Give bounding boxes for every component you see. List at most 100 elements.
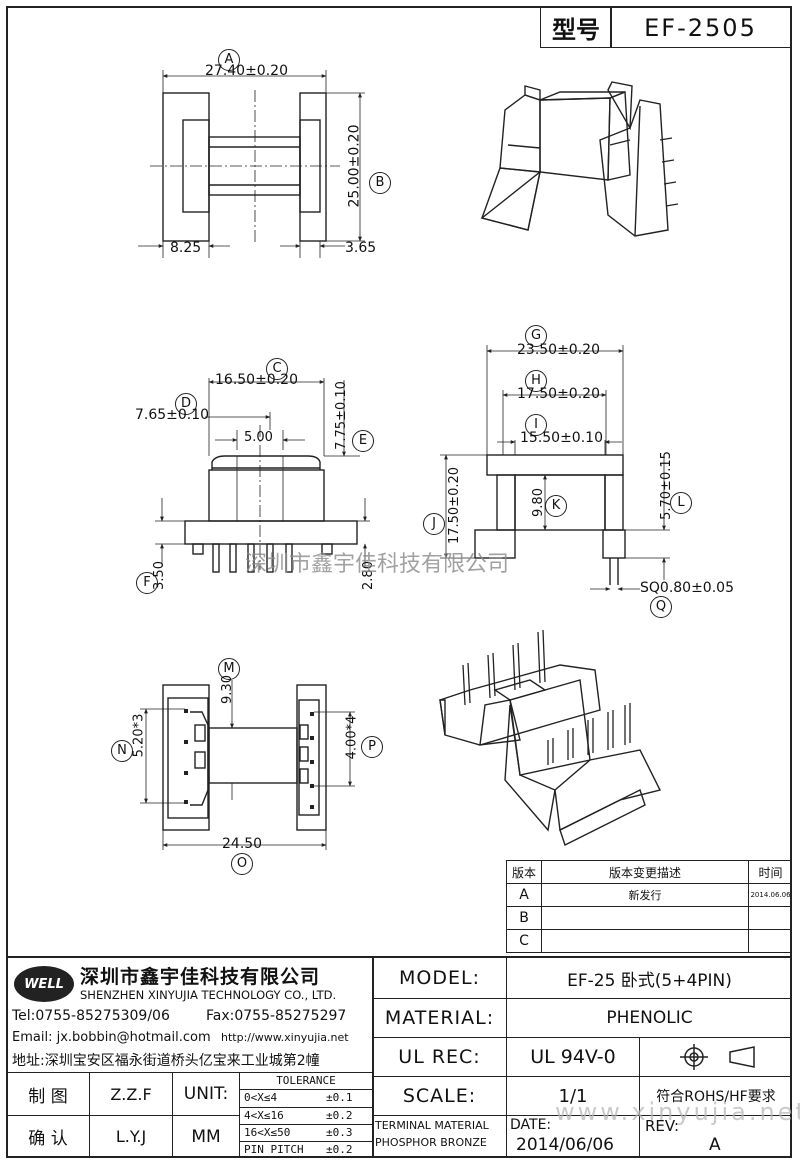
tolerance-block: TOLERANCE 0<X≤4 ±0.1 4<X≤16 ±0.2 16<X≤50… [239,1072,373,1158]
unit-label: UNIT: [172,1072,240,1116]
dim-tag-f: F [136,572,158,594]
dim-i-value: 15.50±0.10 [520,430,603,446]
rev-row-c-desc [541,929,749,953]
dim-e-value: 7.75±0.10 [333,381,349,450]
ulrec-value: UL 94V-0 [506,1037,640,1077]
company-block: WELL 深圳市鑫宇佳科技有限公司 SHENZHEN XINYUJIA TECH… [8,958,372,1072]
watermark-company: 深圳市鑫宇佳科技有限公司 [245,552,510,577]
projection-symbol-icon [680,1044,755,1070]
tol-range-4: PIN PITCH [244,1143,304,1156]
watermark-url: www.xinyujia.net [555,1098,800,1126]
tolerance-title: TOLERANCE [240,1073,372,1090]
rev-col-desc: 版本变更描述 [541,860,749,884]
tol-rule-2 [240,1124,372,1125]
dim-j-value: 17.50±0.20 [447,466,463,545]
tol-range-3: 16<X≤50 [244,1126,291,1139]
company-address: 地址:深圳宝安区福永街道桥头亿宝来工业城第2幢 [12,1053,320,1069]
terminal-material-label: TERMINAL MATERIAL [375,1119,489,1132]
rev-col-version: 版本 [506,860,542,884]
company-logo-text: WELL [24,976,64,992]
dim-a-value: 27.40±0.20 [205,63,288,79]
dim-o-value: 24.50 [222,836,263,852]
dim-d-inner-value: 5.00 [244,430,273,445]
company-fax: Fax:0755-85275297 [206,1008,347,1024]
dim-tag-g: G [525,325,547,347]
v1-right-flange [299,92,327,242]
rev-row-a-time: 2014.06.06 [748,883,792,907]
rev-value: A [709,1135,721,1155]
company-tel: Tel:0755-85275309/06 [12,1008,170,1024]
dim-tag-a: A [218,49,240,71]
draw-value: Z.Z.F [89,1072,173,1116]
dim-right-value: 3.65 [345,240,377,256]
technical-drawing [138,70,679,850]
dim-tag-l: L [670,492,692,514]
model-no-label: 型号 [552,16,600,44]
v1-left-flange [162,92,210,242]
company-logo: WELL [14,966,74,1002]
date-cell: DATE: 2014/06/06 [506,1115,640,1158]
tol-range-2: 4<X≤16 [244,1109,284,1122]
dim-tag-h: H [525,370,547,392]
model-label: MODEL: [373,957,507,999]
tol-value-4: ±0.2 [326,1143,353,1156]
tol-rule-3 [240,1141,372,1142]
v3-base-flange [184,520,358,545]
terminal-material-cell: TERMINAL MATERIAL PHOSPHOR BRONZE [373,1115,507,1158]
rev-row-a-ver: A [506,883,542,907]
dim-b-value: 25.00±0.20 [346,124,363,208]
company-name-en: SHENZHEN XINYUJIA TECHNOLOGY CO., LTD. [80,988,337,1002]
model-value: EF-25 卧式(5+4PIN) [506,957,792,999]
dim-p-value: 4.00*4 [344,715,360,760]
dim-tag-k: K [545,495,567,517]
company-email: Email: jx.bobbin@hotmail.com [12,1030,211,1045]
revision-table: 版本 版本变更描述 时间 A 新发行 2014.06.06 B C [506,860,792,956]
company-web: http://www.xinyujia.net [221,1031,349,1044]
check-value: L.Y.J [89,1115,173,1158]
drawing-frame [6,6,792,1158]
dim-l-value: 5.70±0.15 [658,451,674,520]
rev-row-b-time [748,906,792,930]
dim-tag-m: M [218,658,240,680]
dim-tag-i: I [525,414,547,436]
dim-q-value: SQ0.80±0.05 [640,580,734,596]
dim-tag-o: O [231,853,253,875]
dim-tag-c: C [266,358,288,380]
v6-top-flange [439,664,601,746]
dim-tag-b: B [369,172,391,194]
scale-label: SCALE: [373,1076,507,1116]
rev-row-c-time [748,929,792,953]
dim-tag-j: J [423,513,445,535]
date-label: DATE: [510,1117,552,1133]
unit-value: MM [172,1115,240,1158]
dim-tag-q: Q [650,596,672,618]
model-no-label-cell: 型号 [540,8,612,48]
v4-top-flange [486,454,624,476]
terminal-material-value: PHOSPHOR BRONZE [375,1136,487,1149]
date-value: 2014/06/06 [516,1135,614,1155]
ulrec-label: UL REC: [373,1037,507,1077]
rev-label: REV: [645,1117,679,1135]
dim-m-value: 9.30 [219,675,235,704]
dim-left-value: 8.25 [170,240,202,256]
dim-tag-n: N [111,740,133,762]
dim-d-value: 7.65±0.10 [135,407,210,423]
v4-core [514,474,606,531]
model-no-cell: EF-2505 [610,8,790,48]
dim-k-value: 9.80 [530,488,546,517]
rev-row-c-ver: C [506,929,542,953]
tol-rule-1 [240,1107,372,1108]
v5-core [208,727,298,784]
check-label: 确 认 [6,1115,90,1158]
dim-h-value: 17.50±0.20 [517,386,600,402]
company-name-cn: 深圳市鑫宇佳科技有限公司 [80,966,321,988]
rev-row-a-desc: 新发行 [541,883,749,907]
rev-cell: REV: A [639,1115,792,1158]
v3-core [208,469,325,522]
rev-row-b-ver: B [506,906,542,930]
rev-row-b-desc [541,906,749,930]
dim-n-value: 5.20*3 [131,713,147,758]
tol-value-2: ±0.2 [326,1109,353,1122]
material-label: MATERIAL: [373,998,507,1038]
tol-value-3: ±0.3 [326,1126,353,1139]
